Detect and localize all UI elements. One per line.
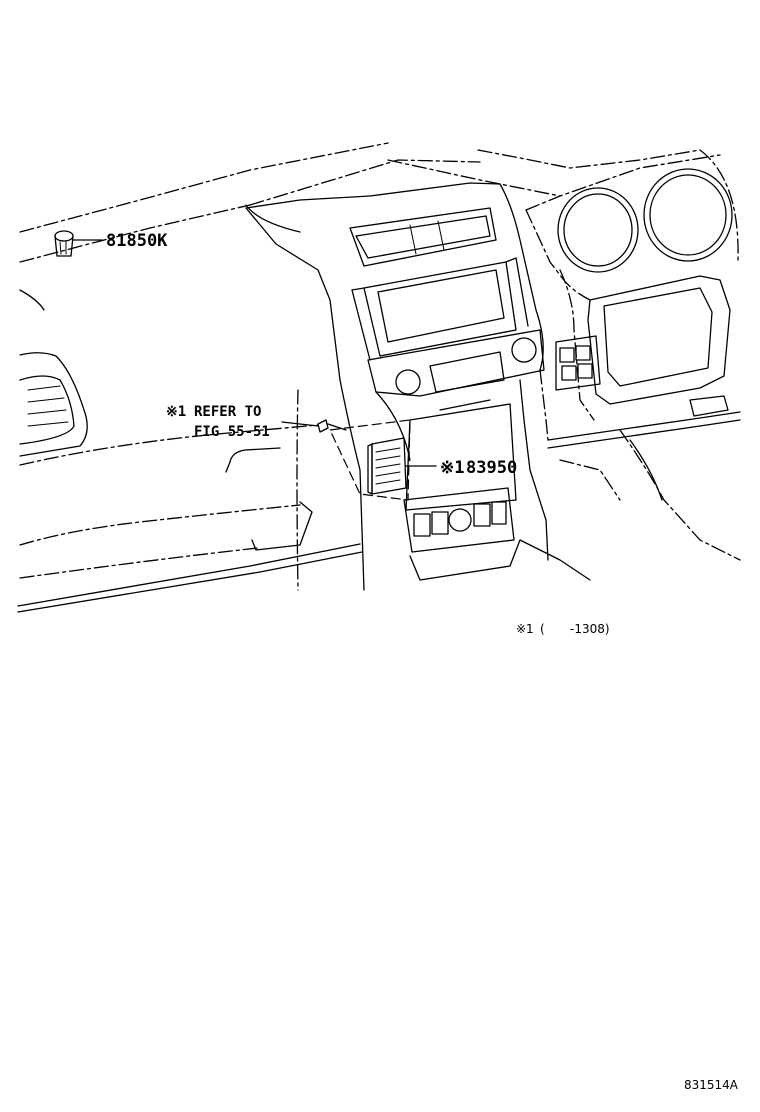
dashboard-illustration (17, 142, 741, 613)
part-81850k-label: 81850K (106, 231, 168, 251)
reference-line-1: REFER TO (194, 404, 261, 420)
figure-id: 831514A (684, 1078, 739, 1092)
part-83950-label: 83950 (466, 458, 517, 478)
part-83950-mark: ※1 (440, 458, 464, 478)
part-83950-module[interactable] (329, 419, 437, 501)
footnote-open: ( (540, 622, 545, 636)
footnote-mark: ※1 (516, 622, 534, 636)
reference-line-2: FIG 55-51 (194, 424, 270, 440)
reference-mark: ※1 (166, 404, 186, 420)
footnote-range: -1308) (570, 622, 610, 636)
screw-fastener[interactable] (281, 419, 347, 433)
part-81850k-lamp[interactable] (54, 230, 103, 257)
